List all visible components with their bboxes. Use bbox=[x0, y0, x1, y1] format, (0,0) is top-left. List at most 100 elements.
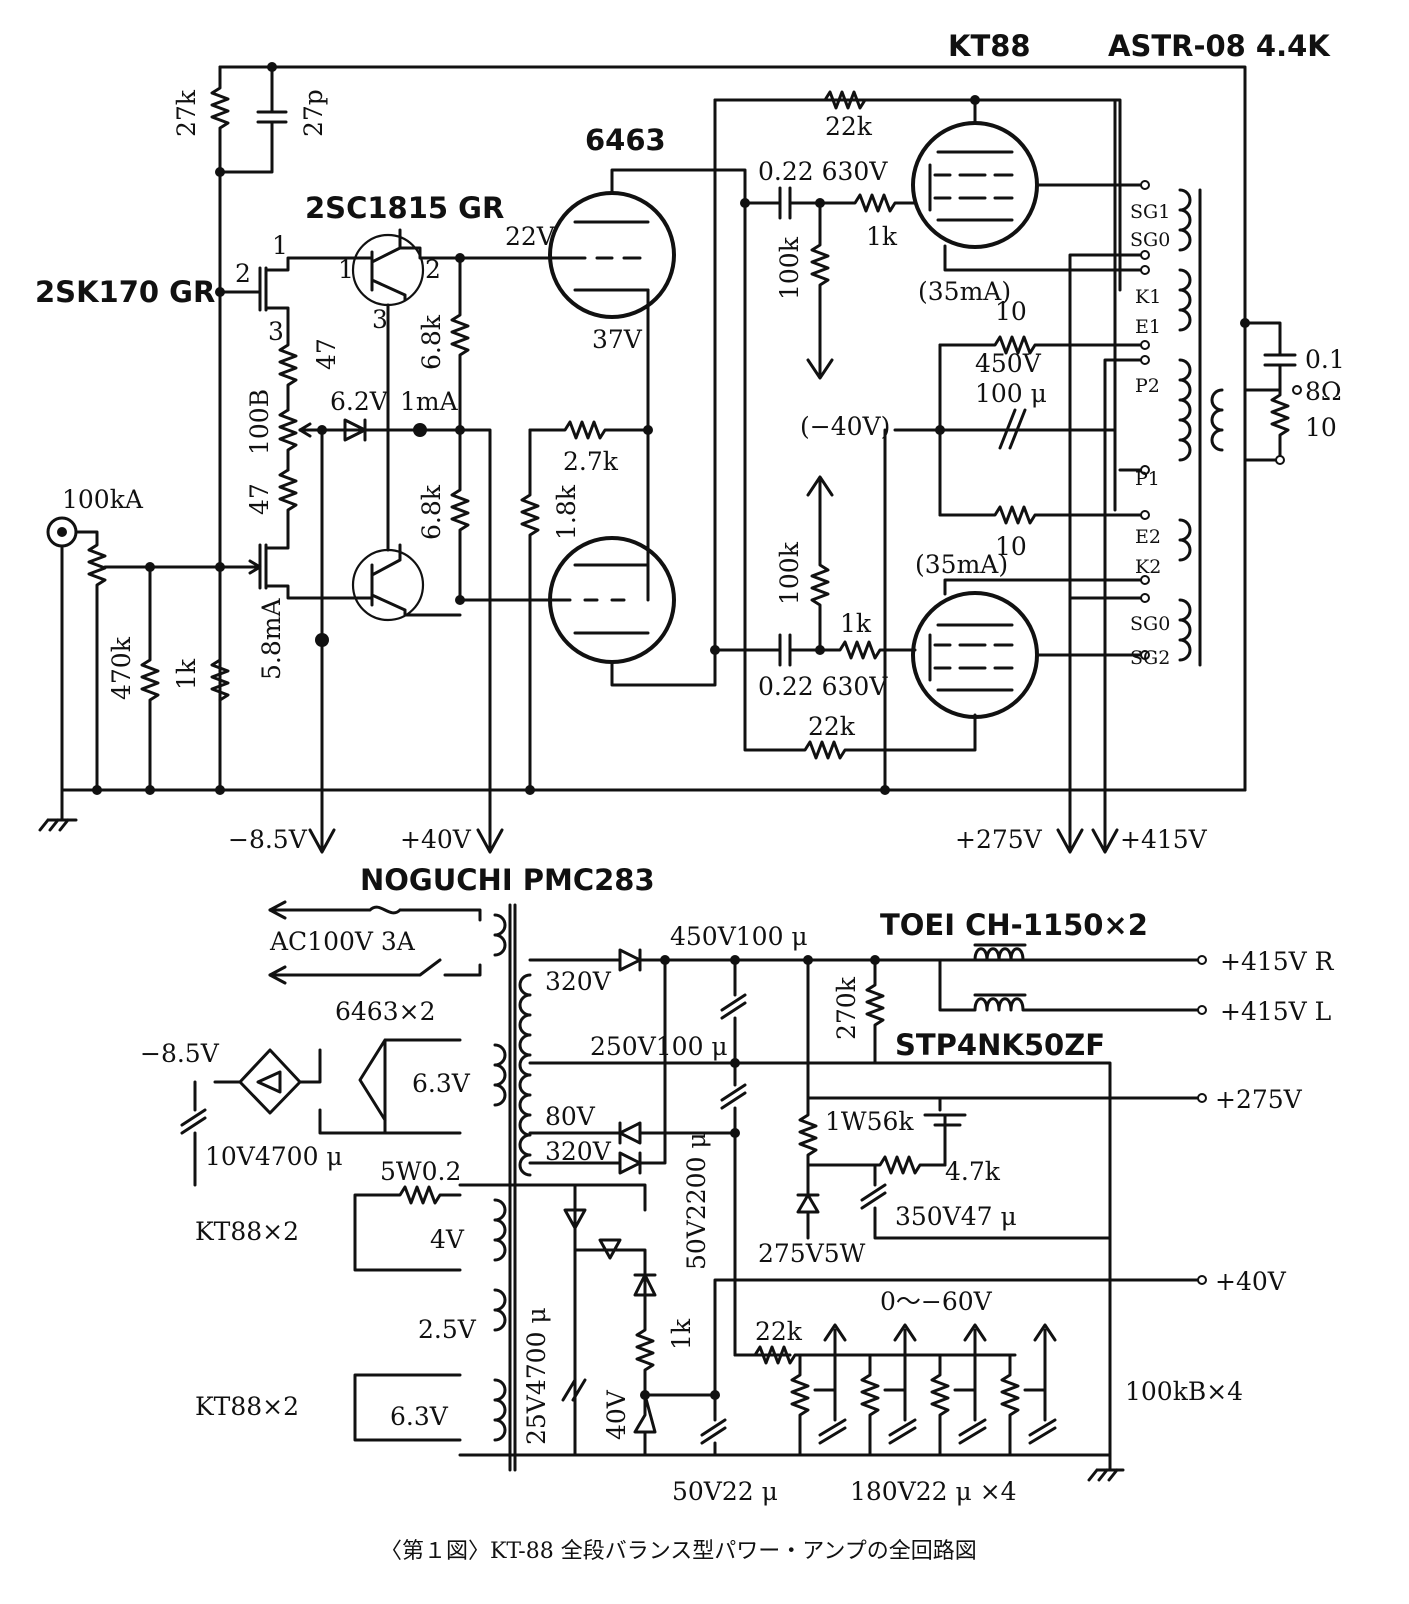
label-kt88x2-b: KT88×2 bbox=[195, 1392, 299, 1421]
tap-k1: K1 bbox=[1135, 286, 1161, 308]
label-100b: 100B bbox=[245, 389, 274, 455]
label-27p: 27p bbox=[299, 89, 328, 137]
label-100ka: 100kA bbox=[62, 485, 144, 514]
label-350v47u: 350V47 μ bbox=[895, 1202, 1017, 1231]
resistor-47-upper bbox=[278, 332, 298, 412]
resistor-6k8-lower bbox=[450, 428, 470, 602]
label-5.8ma: 5.8mA bbox=[257, 598, 286, 680]
label-10-b: 10 bbox=[995, 532, 1027, 561]
label-1k-a: 1k bbox=[172, 658, 201, 690]
label-1k-c: 1k bbox=[840, 609, 872, 638]
label-100k-a: 100k bbox=[775, 236, 804, 300]
label-1w56k: 1W56k bbox=[825, 1107, 914, 1136]
fet-lower bbox=[258, 538, 352, 600]
label-320v-b: 320V bbox=[545, 1137, 612, 1166]
tube-6463-title: 6463 bbox=[585, 123, 666, 157]
label-270k: 270k bbox=[832, 976, 861, 1040]
figure-caption: 〈第１図〉KT-88 全段バランス型パワー・アンプの全回路図 bbox=[380, 1539, 977, 1564]
label-10-a: 10 bbox=[995, 297, 1027, 326]
feedback-resistor-27k bbox=[210, 65, 230, 182]
label-5w0.2: 5W0.2 bbox=[380, 1157, 461, 1186]
label-8ohm: 8Ω bbox=[1305, 377, 1342, 406]
output-transformer-primary bbox=[1178, 188, 1192, 662]
mosfet-title: STP4NK50ZF bbox=[895, 1028, 1105, 1062]
resistor-10-lower bbox=[938, 505, 1147, 525]
label-6.8k-b: 6.8k bbox=[417, 484, 446, 540]
label-470k: 470k bbox=[107, 636, 136, 700]
label-320v-a: 320V bbox=[545, 967, 612, 996]
label-1k-b: 1k bbox=[866, 222, 898, 251]
coupling-cap-upper bbox=[743, 186, 917, 220]
label-minus-8.5v: −8.5V bbox=[228, 825, 308, 854]
tap-sg0-a: SG0 bbox=[1130, 229, 1170, 251]
resistor-47-lower bbox=[278, 468, 298, 542]
bias-cap-100u bbox=[998, 408, 1027, 450]
tube-kt88-lower bbox=[911, 591, 1039, 719]
label-35ma-a: (35mA) bbox=[918, 277, 1011, 306]
tap-k2: K2 bbox=[1135, 556, 1161, 578]
label-plus-415v: +415V bbox=[1120, 825, 1208, 854]
label-22k-c: 22k bbox=[755, 1317, 803, 1346]
choke-l bbox=[938, 958, 1202, 1012]
label-2.5v: 2.5V bbox=[418, 1315, 477, 1344]
power-transformer-title: NOGUCHI PMC283 bbox=[360, 863, 655, 897]
resistor-470k bbox=[140, 565, 160, 792]
label-pin2b: 2 bbox=[425, 255, 441, 284]
label-25v4700u: 25V4700 μ bbox=[522, 1307, 551, 1445]
cap-10v4700u bbox=[180, 1080, 207, 1187]
resistor-100k-upper bbox=[806, 201, 834, 380]
feedback-cap-27p bbox=[218, 65, 288, 174]
label-10v4700u: 10V4700 μ bbox=[205, 1142, 343, 1171]
power-transformer-secondary bbox=[518, 973, 532, 1177]
label-6.3v-b: 6.3V bbox=[390, 1402, 449, 1431]
choke-title: TOEI CH-1150×2 bbox=[880, 908, 1148, 942]
label-22v: 22V bbox=[505, 222, 556, 251]
pot-bank[interactable] bbox=[790, 1323, 1057, 1457]
resistor-1k8 bbox=[520, 428, 540, 792]
label-4v: 4V bbox=[430, 1225, 465, 1254]
feedback-wire-top bbox=[218, 65, 1247, 792]
label-6.8k-a: 6.8k bbox=[417, 314, 446, 370]
tap-p2: P2 bbox=[1135, 375, 1160, 397]
label-37v: 37V bbox=[592, 325, 643, 354]
label-6.3v-a: 6.3V bbox=[412, 1069, 471, 1098]
resistor-10-upper bbox=[938, 335, 1147, 355]
resistor-1k-ground bbox=[210, 658, 230, 702]
label-50v2200u: 50V2200 μ bbox=[682, 1132, 711, 1270]
output-transformer-title: ASTR-08 4.4K bbox=[1108, 29, 1331, 63]
label-450v: 450V bbox=[975, 349, 1042, 378]
label-80v: 80V bbox=[545, 1102, 596, 1131]
label-100u: 100 μ bbox=[975, 379, 1047, 408]
kt88-title: KT88 bbox=[948, 29, 1031, 63]
label-10-c: 10 bbox=[1305, 413, 1337, 442]
label-22k-b: 22k bbox=[808, 712, 856, 741]
label-180v22ux4: 180V22 μ ×4 bbox=[850, 1477, 1017, 1506]
label-0.1: 0.1 bbox=[1305, 345, 1345, 374]
heater-winding-6463 bbox=[493, 1043, 507, 1107]
output-transformer-secondary bbox=[1210, 321, 1297, 462]
label-275v5w: 275V5W bbox=[758, 1239, 866, 1268]
zener-40v bbox=[633, 1393, 657, 1457]
resistor-2k7 bbox=[528, 420, 650, 440]
label-pin2a: 2 bbox=[235, 259, 251, 288]
label-0-to-minus60v: 0～−60V bbox=[880, 1287, 993, 1316]
tube-kt88-upper bbox=[911, 121, 1039, 249]
label-2.7k: 2.7k bbox=[563, 447, 619, 476]
label-415v-r: +415V R bbox=[1220, 947, 1335, 976]
label-40v-out: +40V bbox=[1215, 1267, 1287, 1296]
label-minus-8.5v-b: −8.5V bbox=[140, 1039, 220, 1068]
tap-e2: E2 bbox=[1135, 526, 1161, 548]
fet-upper bbox=[218, 256, 352, 336]
filter-cap-450v bbox=[720, 958, 747, 1065]
label-ac100v: AC100V 3A bbox=[269, 927, 416, 956]
fet-2sk170-title: 2SK170 GR bbox=[35, 275, 215, 309]
label-47a: 47 bbox=[312, 338, 341, 370]
tap-sg1: SG1 bbox=[1130, 201, 1170, 223]
ac-input[interactable] bbox=[268, 905, 482, 977]
label-35ma-b: (35mA) bbox=[915, 550, 1008, 579]
label-100kbx4: 100kB×4 bbox=[1125, 1377, 1243, 1406]
label-minus-40v: (−40V) bbox=[800, 412, 890, 441]
label-0.22-630v-a: 0.22 630V bbox=[758, 157, 888, 186]
label-1.8k: 1.8k bbox=[552, 484, 581, 540]
label-pin3b: 3 bbox=[372, 305, 388, 334]
